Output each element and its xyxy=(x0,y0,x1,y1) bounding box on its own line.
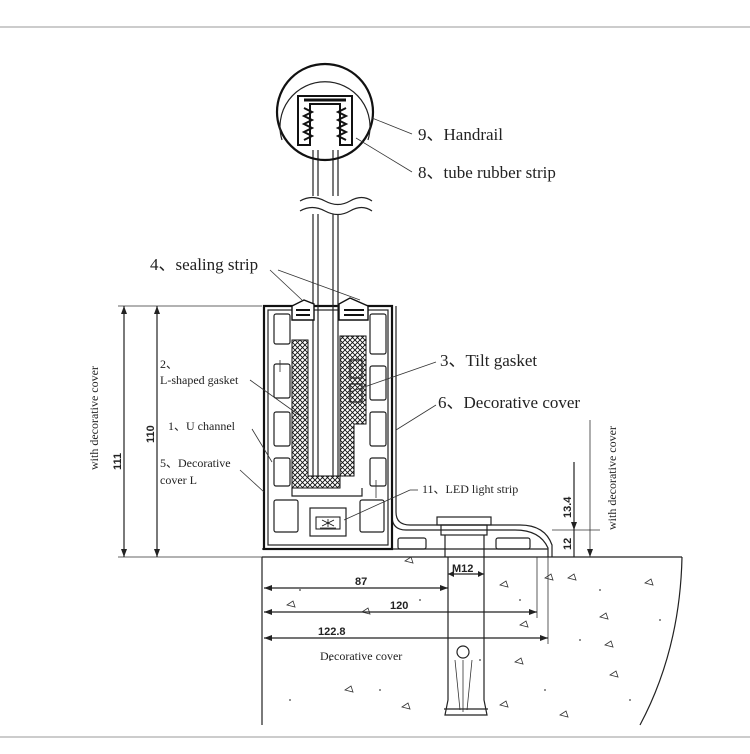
label-u-channel: 1、U channel xyxy=(168,419,236,433)
note-left-with-decorative-cover: with decorative cover xyxy=(87,366,101,470)
label-sealing-strip: 4、sealing strip xyxy=(150,255,258,274)
label-l-shaped-gasket: L-shaped gasket xyxy=(160,373,239,387)
u-channel-body xyxy=(262,304,394,551)
label-l-shaped-gasket-number: 2、 xyxy=(160,357,178,371)
dim-111: 111 xyxy=(112,453,124,470)
dim-13-4: 13.4 xyxy=(562,496,574,518)
tilt-gasket xyxy=(339,335,367,477)
leader-lines xyxy=(239,117,437,521)
label-tilt-gasket: 3、Tilt gasket xyxy=(440,351,537,370)
dim-122-8: 122.8 xyxy=(318,626,346,638)
concrete-ground xyxy=(261,556,683,726)
label-decorative-cover-l-line2: cover L xyxy=(160,473,197,487)
sealing-strips xyxy=(291,297,369,321)
label-decorative-cover-bottom: Decorative cover xyxy=(320,649,402,663)
dimension-lines xyxy=(118,305,600,644)
dim-120: 120 xyxy=(390,600,408,612)
dim-m12: M12 xyxy=(452,563,473,575)
label-decorative-cover-l-line1: 5、Decorative xyxy=(160,456,231,470)
anchor-bolt xyxy=(436,516,492,716)
label-decorative-cover: 6、Decorative cover xyxy=(438,393,580,412)
dim-87: 87 xyxy=(355,576,367,588)
label-tube-rubber-strip: 8、tube rubber strip xyxy=(418,163,556,182)
dim-110: 110 xyxy=(145,425,157,443)
tube-rubber-strip xyxy=(301,107,349,141)
note-right-with-decorative-cover: with decorative cover xyxy=(605,426,619,530)
dim-12: 12 xyxy=(562,538,574,550)
handrail xyxy=(275,62,375,162)
label-led-light-strip: 11、LED light strip xyxy=(422,482,518,496)
label-handrail: 9、Handrail xyxy=(418,125,503,144)
